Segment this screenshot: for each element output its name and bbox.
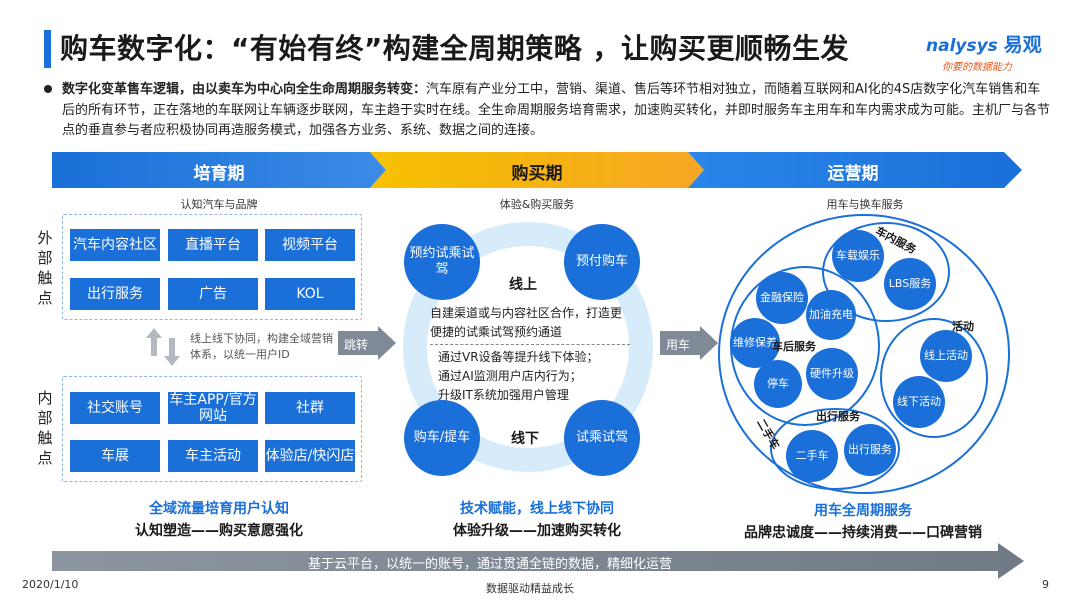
bottom-bar xyxy=(52,543,1024,579)
bubble-entertainment: 车载娱乐 xyxy=(832,230,884,282)
bubble-repair: 维修保养 xyxy=(730,318,780,368)
tag-owner-activity: 车主活动 xyxy=(168,440,258,472)
group-travel-ring xyxy=(770,408,900,490)
bubble-hardware: 硬件升级 xyxy=(806,348,858,400)
group-label-activity: 活动 xyxy=(952,320,974,333)
online-label: 线上 xyxy=(509,277,537,293)
bubble-prepay-purchase: 预付购车 xyxy=(564,224,640,300)
tag-travel-service: 出行服务 xyxy=(70,278,160,310)
page-title: 购车数字化：“有始有终”构建全周期策略 ，让购买更顺畅生发 xyxy=(60,32,850,65)
bubble-book-test-drive: 预约试乘试驾 xyxy=(404,224,480,300)
footer-center: 数据驱动精益成长 xyxy=(486,582,574,595)
online-offline-divider xyxy=(430,344,630,345)
left-summary-black: 认知塑造——购买意愿强化 xyxy=(135,523,303,539)
use-car-arrow xyxy=(660,326,718,360)
use-car-label: 用车 xyxy=(666,338,691,352)
bubble-parking: 停车 xyxy=(754,360,802,408)
online-text: 自建渠道或与内容社区合作，打造更便捷的试乘试驾预约通道 xyxy=(430,306,623,339)
bottom-bar-text: 基于云平台，以统一的账号，通过贯通全链的数据，精细化运营 xyxy=(308,557,673,572)
phase-label-2: 购买期 xyxy=(511,164,563,184)
group-label-travel: 出行服务 xyxy=(816,410,860,423)
external-touch-label: 外部触点 xyxy=(37,229,53,307)
intro-body: 汽车原有产业分工中，营销、渠道、售后等环节相对独立，而随着互联网和AI化的4S店… xyxy=(62,82,1051,138)
logo-brand-cn: 易观 xyxy=(1003,34,1042,56)
bubble-used-car: 二手车 xyxy=(786,430,838,482)
tag-community-group: 社群 xyxy=(265,392,355,424)
bubble-buy-pickup: 购车/提车 xyxy=(404,400,480,476)
right-summary-black: 品牌忠诚度——持续消费——口碑营销 xyxy=(744,525,982,541)
phase-arrow-2 xyxy=(370,152,704,188)
phase-arrow-3 xyxy=(688,152,1022,188)
sync-note: 线上线下协同，构建全域营销体系，以统一用户ID xyxy=(190,332,333,361)
jump-arrow xyxy=(338,326,396,360)
internal-touch-box xyxy=(62,376,362,482)
intro-paragraph: 数字化变革售车逻辑，由以卖车为中心向全生命周期服务转变：汽车原有产业分工中，营销… xyxy=(62,80,1052,142)
phase-caption-3: 用车与换车服务 xyxy=(826,198,904,211)
phase-banner xyxy=(52,152,1022,188)
tag-advertising: 广告 xyxy=(168,278,258,310)
phase-arrow-1 xyxy=(52,152,386,188)
tag-content-community: 汽车内容社区 xyxy=(70,229,160,261)
phase-caption-1: 认知汽车与品牌 xyxy=(180,198,258,211)
right-summary-blue: 用车全周期服务 xyxy=(814,503,912,519)
bubble-finance: 金融保险 xyxy=(756,272,808,324)
logo-brand: nalysys xyxy=(926,36,998,56)
bubble-lbs: LBS服务 xyxy=(884,258,936,310)
up-down-arrow-icon xyxy=(146,328,180,366)
bubble-test-drive: 试乘试驾 xyxy=(564,400,640,476)
bubble-online-activity: 线上活动 xyxy=(920,330,972,382)
logo-tagline: 你要的数据能力 xyxy=(942,62,1012,73)
intro-lead: 数字化变革售车逻辑，由以卖车为中心向全生命周期服务转变： xyxy=(62,82,427,97)
group-label-after-sale: 车后服务 xyxy=(772,340,816,353)
phase-label-3: 运营期 xyxy=(827,164,879,184)
tag-social-account: 社交账号 xyxy=(70,392,160,424)
page-number: 9 xyxy=(1042,578,1049,591)
brand-logo: nalysys 易观 你要的数据能力 xyxy=(926,30,1066,74)
bubble-travel-service: 出行服务 xyxy=(844,424,896,476)
tag-kol: KOL xyxy=(265,278,355,310)
offline-text: 通过VR设备等提升线下体验； 通过AI监测用户店内行为； 升级IT系统加强用户管… xyxy=(438,348,638,405)
bubble-offline-activity: 线下活动 xyxy=(893,376,945,428)
tag-experience-store: 体验店/快闪店 xyxy=(265,440,355,472)
tag-live-platform: 直播平台 xyxy=(168,229,258,261)
offline-line-2: 通过AI监测用户店内行为； xyxy=(438,369,582,383)
middle-summary-blue: 技术赋能，线上线下协同 xyxy=(460,501,614,517)
middle-summary-black: 体验升级——加速购买转化 xyxy=(453,523,621,539)
group-activity-ring xyxy=(880,318,988,438)
offline-line-1: 通过VR设备等提升线下体验； xyxy=(438,350,599,364)
tag-auto-show: 车展 xyxy=(70,440,160,472)
phase-caption-2: 体验&购买服务 xyxy=(499,198,575,211)
phase-label-1: 培育期 xyxy=(193,164,245,184)
left-summary-blue: 全域流量培育用户认知 xyxy=(149,501,289,517)
title-accent-bar xyxy=(44,30,51,68)
footer-date: 2020/1/10 xyxy=(22,578,79,591)
bubble-charge: 加油充电 xyxy=(806,290,856,340)
internal-touch-label: 内部触点 xyxy=(37,389,53,467)
jump-label: 跳转 xyxy=(344,338,369,352)
tag-owner-app: 车主APP/官方网站 xyxy=(168,392,258,424)
offline-line-3: 升级IT系统加强用户管理 xyxy=(438,388,569,402)
offline-label: 线下 xyxy=(511,431,539,447)
external-touch-box xyxy=(62,214,362,320)
bullet-dot-icon xyxy=(44,85,52,93)
tag-video-platform: 视频平台 xyxy=(265,229,355,261)
